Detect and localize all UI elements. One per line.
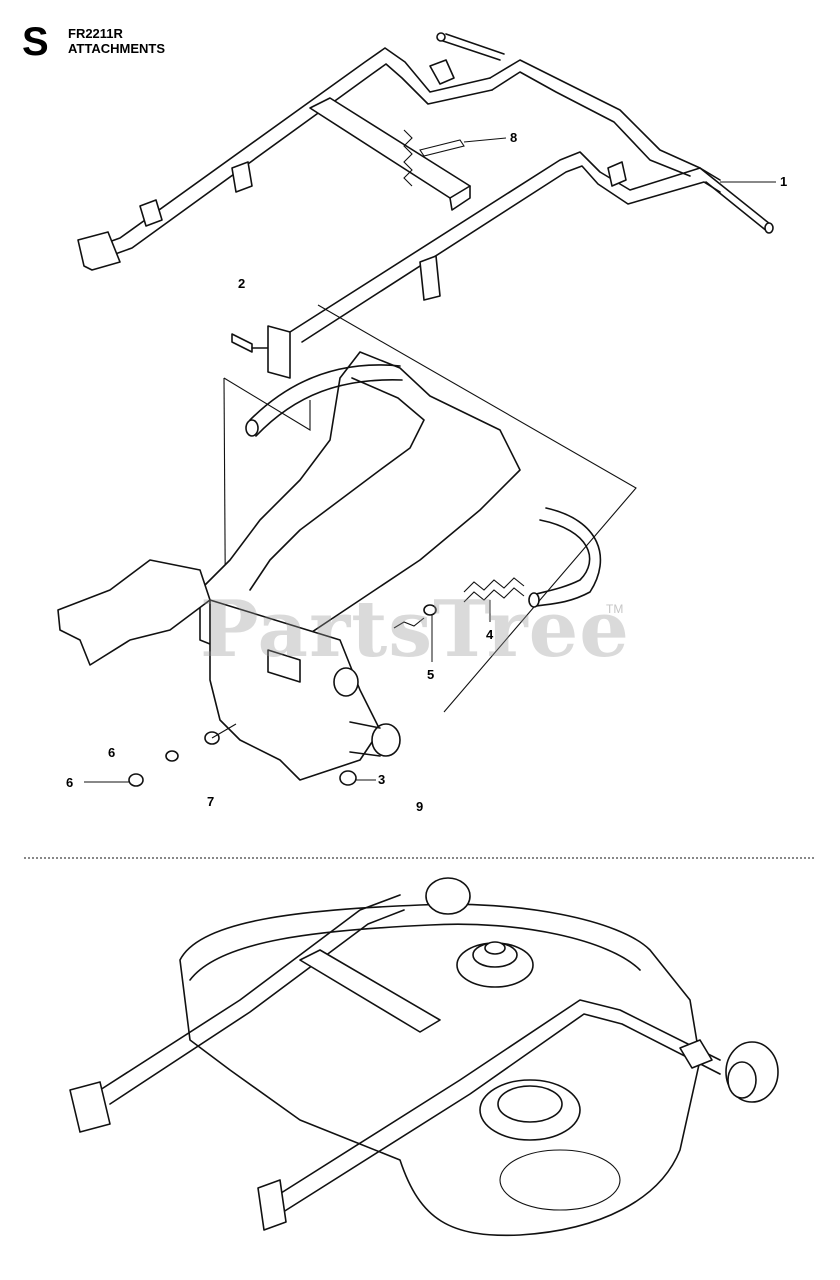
callout-8: 8 <box>510 130 518 145</box>
partstree-watermark: PartsTree <box>200 584 630 675</box>
callout-5: 5 <box>427 667 435 682</box>
callout-2: 2 <box>238 276 246 291</box>
callout-7: 7 <box>207 794 215 809</box>
diagram-title: ATTACHMENTS <box>68 41 166 56</box>
section-letter: S <box>22 20 49 64</box>
model-number: FR2211R <box>68 26 123 41</box>
callout-6-upper: 6 <box>108 745 116 760</box>
callout-3: 3 <box>378 772 386 787</box>
leader-8 <box>463 137 507 143</box>
trademark-mark: TM <box>606 602 624 616</box>
callout-1: 1 <box>780 174 788 189</box>
callout-6-lower: 6 <box>66 775 74 790</box>
mower-deck-drawing <box>69 877 779 1237</box>
bracket-assembly-drawing <box>57 304 637 787</box>
lift-frame-drawing <box>77 32 774 343</box>
callout-4: 4 <box>486 627 494 642</box>
callout-9: 9 <box>416 799 424 814</box>
